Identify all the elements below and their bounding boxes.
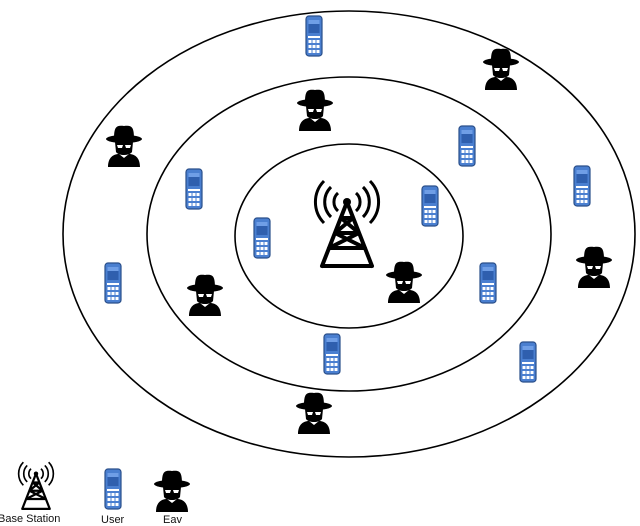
inner-ring [234, 143, 464, 329]
user-phone-icon [253, 217, 271, 259]
legend-base-station-icon [17, 461, 55, 510]
user-phone-icon [421, 185, 439, 227]
eavesdropper-icon [106, 125, 142, 167]
user-phone-icon [185, 168, 203, 210]
eavesdropper-icon [483, 48, 519, 90]
eavesdropper-icon [386, 261, 422, 303]
user-phone-icon [323, 333, 341, 375]
user-phone-icon [104, 262, 122, 304]
user-phone-icon [305, 15, 323, 57]
legend-user-icon [104, 468, 122, 510]
eavesdropper-icon [297, 89, 333, 131]
eavesdropper-icon [296, 392, 332, 434]
legend-label-base-station: Base Station [0, 513, 61, 525]
user-phone-icon [479, 262, 497, 304]
user-phone-icon [573, 165, 591, 207]
eavesdropper-icon [187, 274, 223, 316]
legend-label-user: User [101, 514, 125, 526]
outer-ring [62, 10, 636, 458]
middle-ring [146, 76, 552, 392]
legend-label-eavesdropper: Eav [163, 514, 182, 526]
eavesdropper-icon [576, 246, 612, 288]
legend-eavesdropper-icon [154, 470, 190, 512]
base-station-icon [313, 179, 381, 268]
user-phone-icon [519, 341, 537, 383]
user-phone-icon [458, 125, 476, 167]
